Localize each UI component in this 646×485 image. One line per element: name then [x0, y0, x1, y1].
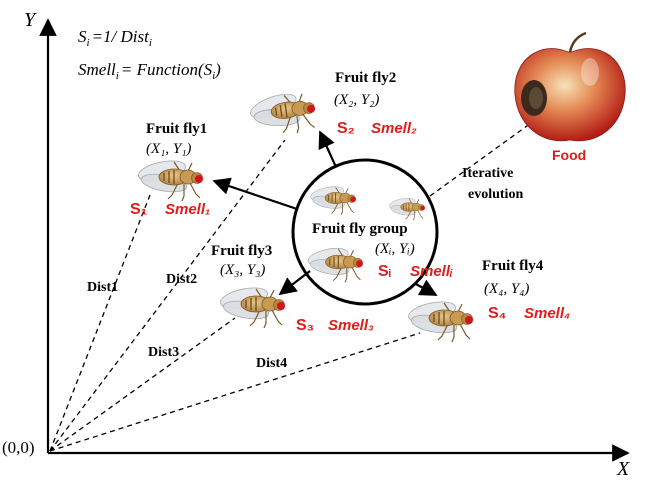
fly2-smell-label: Smell₂: [371, 120, 417, 137]
fly4-smell-label: Smell₄: [524, 305, 570, 322]
fly4-title: Fruit fly4: [482, 258, 544, 274]
fruit-fly-icon: [245, 85, 319, 140]
fly3-smell-label: Smell₃: [328, 317, 374, 334]
fly4-coord: (X₄, Y₄): [484, 281, 529, 297]
fly2-s-label: S₂: [337, 120, 355, 137]
fly1-smell-label: Smell₁: [165, 201, 210, 218]
group-s-label: Sᵢ: [378, 263, 391, 280]
fruit-fly-1: Fruit fly1 (X₁, Y₁) S₁ Smell₁: [130, 121, 210, 218]
origin-label: (0,0): [2, 438, 35, 457]
fruit-fly-3: Fruit fly3 (X₃, Y₃) S₃ Smell₃: [211, 243, 374, 334]
group-coord: (Xᵢ, Yᵢ): [375, 241, 415, 257]
dist4-line: [49, 332, 421, 452]
fly2-title: Fruit fly2: [335, 70, 396, 86]
formula-distance: Si=1/ Disti: [78, 27, 152, 49]
fly1-s-label: S₁: [130, 201, 148, 218]
x-axis-label: X: [616, 458, 630, 480]
dist2-label: Dist2: [166, 272, 197, 287]
fruit-fly-icon: [218, 283, 286, 329]
fruit-fly-4: Fruit fly4 (X₄, Y₄) S₄ Smell₄: [406, 258, 570, 343]
dist4-label: Dist4: [256, 356, 287, 371]
fruit-fly-icon: [136, 156, 204, 202]
fly4-s-label: S₄: [488, 305, 506, 322]
y-axis-label: Y: [24, 9, 37, 31]
group-title: Fruit fly group: [312, 221, 408, 237]
evolution-line-1: Iterative: [462, 166, 513, 181]
fly1-title: Fruit fly1: [146, 121, 207, 137]
formula-smell: Smelli= Function(Si): [78, 60, 221, 82]
dist1-line: [49, 194, 151, 452]
dist1-label: Dist1: [87, 280, 118, 295]
fly3-coord: (X₃, Y₃): [220, 262, 265, 278]
arrow-to-fly1: [212, 177, 298, 211]
fly3-s-label: S₃: [296, 317, 314, 334]
arrow-to-fly4: [413, 279, 438, 296]
fruit-fly-2: Fruit fly2 (X₂, Y₂) S₂ Smell₂: [245, 70, 417, 140]
arrow-to-fly2: [318, 130, 338, 168]
fly1-coord: (X₁, Y₁): [146, 141, 191, 157]
arrow-to-fly3: [278, 270, 311, 296]
dist3-label: Dist3: [148, 345, 179, 360]
fruit-fly-icon: [406, 297, 474, 343]
dist3-line: [49, 317, 236, 452]
fly2-coord: (X₂, Y₂): [334, 92, 379, 108]
evolution-line-2: evolution: [468, 187, 523, 202]
evolution-arrow: [429, 117, 539, 197]
fly3-title: Fruit fly3: [211, 243, 272, 259]
food-label: Food: [552, 147, 586, 163]
apple-icon: [514, 31, 626, 142]
group-smell-label: Smellᵢ: [410, 263, 453, 280]
